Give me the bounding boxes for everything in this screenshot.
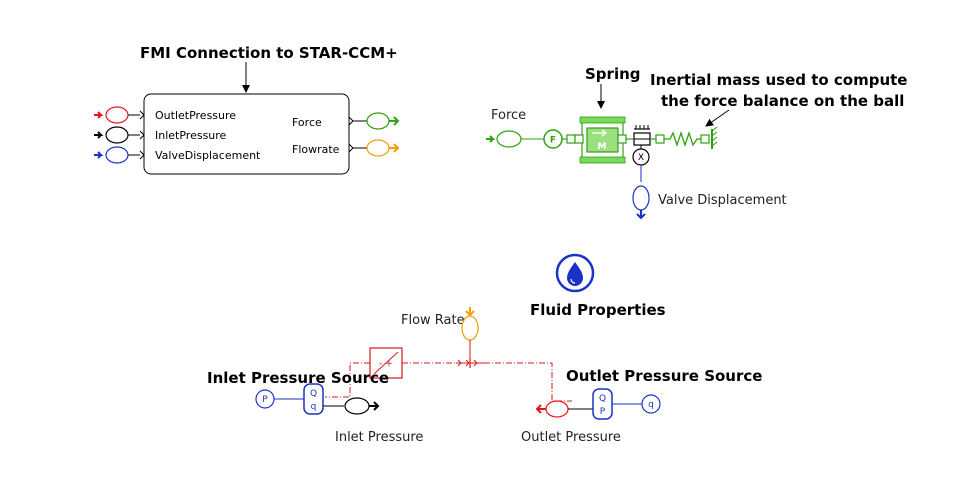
fmi-output-force: Force — [292, 116, 322, 129]
fluid-properties-label: Fluid Properties — [530, 301, 666, 319]
fmi-input-outlet-pressure: OutletPressure — [155, 109, 236, 122]
flow-rate-connector[interactable] — [461, 307, 479, 358]
fmi-input-connector-black[interactable] — [94, 126, 140, 144]
inlet-port-q-glyph: Q — [310, 389, 317, 399]
outlet-port-q-glyph: Q — [599, 394, 606, 404]
gain-glyph: - + — [379, 359, 393, 369]
outlet-pressure-label: Outlet Pressure — [521, 430, 621, 445]
inlet-pressure-label: Inlet Pressure — [335, 430, 423, 445]
flow-rate-sensor[interactable] — [456, 358, 484, 368]
fmi-input-valve-displacement: ValveDisplacement — [155, 149, 261, 162]
outlet-flow-glyph: q — [648, 400, 654, 410]
fmi-input-connector-red[interactable] — [94, 106, 140, 124]
outlet-pressure-source-block[interactable]: Q P — [592, 388, 642, 420]
outlet-port-p-glyph: P — [600, 407, 606, 417]
force-input-connector[interactable] — [486, 130, 544, 148]
spring-label: Spring — [585, 65, 641, 83]
fmi-block[interactable]: OutletPressure InletPressure ValveDispla… — [139, 93, 354, 175]
fmi-title: FMI Connection to STAR-CCM+ — [140, 44, 398, 62]
gain-block[interactable]: - + — [369, 347, 403, 379]
contact-element[interactable] — [626, 125, 665, 146]
fmi-input-connector-blue[interactable] — [94, 146, 140, 164]
spring-element[interactable] — [664, 126, 718, 149]
fmi-output-connector-green[interactable] — [353, 112, 400, 130]
force-source-glyph: F — [550, 136, 556, 146]
fluid-properties-icon[interactable] — [555, 253, 595, 293]
fmi-output-flowrate: Flowrate — [292, 143, 340, 156]
force-source-block[interactable]: F — [543, 129, 581, 149]
inertial-label-line2: the force balance on the ball — [661, 92, 904, 110]
force-label: Force — [491, 108, 526, 123]
inlet-pressure-connector[interactable] — [344, 397, 380, 415]
inlet-port-p-glyph: q — [311, 402, 317, 412]
mass-block[interactable]: M — [574, 116, 627, 164]
inlet-pressure-source-block[interactable]: Q q — [303, 383, 344, 415]
outlet-pressure-connector[interactable] — [535, 400, 593, 418]
inlet-pressure-glyph: P — [262, 395, 268, 405]
displacement-sensor-glyph: X — [638, 153, 644, 163]
displacement-sensor[interactable]: X — [632, 145, 650, 182]
fmi-output-connector-orange[interactable] — [353, 139, 400, 157]
fmi-input-inlet-pressure: InletPressure — [155, 129, 227, 142]
inertial-pointer — [705, 109, 730, 127]
valve-displacement-label: Valve Displacement — [658, 193, 787, 208]
valve-displacement-connector[interactable] — [632, 185, 650, 220]
inlet-pressure-source-label: Inlet Pressure Source — [207, 369, 389, 387]
flow-rate-label: Flow Rate — [401, 313, 465, 328]
inlet-pressure-input[interactable]: P — [255, 389, 304, 409]
mass-glyph: M — [598, 142, 607, 152]
outlet-flow-input[interactable]: q — [641, 394, 661, 414]
hydraulic-pipe[interactable] — [325, 362, 572, 402]
outlet-pressure-source-label: Outlet Pressure Source — [566, 367, 762, 385]
inertial-label-line1: Inertial mass used to compute — [650, 71, 907, 89]
